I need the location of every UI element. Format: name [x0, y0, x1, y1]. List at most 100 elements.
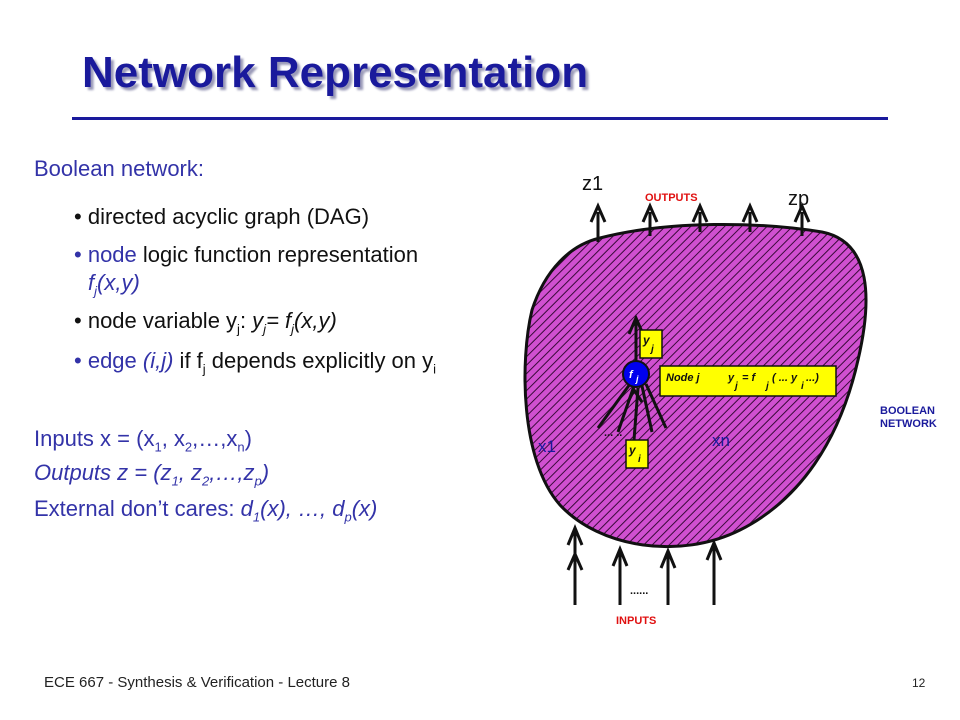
eq-j2: j	[764, 381, 769, 392]
eq-j1: j	[733, 381, 738, 392]
edc-sp: p	[344, 509, 352, 525]
eq-args: ( ... y	[772, 372, 798, 384]
network-label: NETWORK	[880, 418, 937, 430]
eq-y: y	[727, 372, 735, 384]
b4-b: (i,j)	[142, 348, 174, 373]
external-dont-cares-line: External don’t cares: d1(x), …, dp(x)	[34, 496, 377, 524]
bullet-dag-text: directed acyclic graph (DAG)	[87, 204, 370, 229]
inputs-dots: ......	[630, 585, 648, 597]
in-d: )	[244, 426, 252, 451]
boolean-network-heading: Boolean network:	[34, 156, 204, 181]
fanin-dots: ... ..	[604, 427, 622, 439]
b4-f: i	[433, 361, 437, 377]
bullet-dag: • directed acyclic graph (DAG)	[74, 204, 370, 229]
output-arrow-5-head	[793, 202, 811, 223]
b3-e: j	[263, 321, 267, 337]
bullet-node-function-formula: fj(x,y)	[88, 270, 140, 298]
b4-d: j	[202, 361, 206, 377]
edc-s1: 1	[252, 509, 261, 525]
eq-i: i	[801, 381, 804, 392]
bullet-node-variable: • node variable yj: yj= fj(x,y)	[74, 308, 337, 337]
output-arrow-3-head	[691, 202, 709, 223]
fanin-edge-4	[640, 385, 654, 433]
node-f: f	[629, 369, 634, 381]
output-arrow-2-head	[641, 202, 659, 223]
b3-g: j	[291, 321, 295, 337]
out-sp: p	[254, 473, 262, 489]
out-a: Outputs z = (z	[34, 460, 172, 485]
node-fanin-edges	[596, 314, 668, 441]
bullet-node-function: • node logic function representation	[74, 242, 419, 267]
yj-j: j	[649, 344, 654, 355]
fanin-head	[626, 387, 644, 403]
zp-label: zp	[788, 188, 809, 210]
bullet-node-function-text: logic function representation	[136, 242, 419, 267]
fj-f: f	[88, 270, 95, 295]
out-d: )	[261, 460, 270, 485]
fanin-edge-1	[596, 383, 632, 429]
in-b: , x	[161, 426, 185, 451]
eq-end: ...)	[806, 372, 819, 384]
outputs-dots: .....	[658, 219, 673, 231]
b4-a: edge	[87, 348, 143, 373]
b3-c: :	[239, 308, 253, 333]
out-s2: 2	[202, 473, 210, 489]
outputs-label: OUTPUTS	[645, 192, 698, 204]
b4-c: if f	[173, 348, 203, 373]
edc-b: d	[240, 496, 253, 521]
fanout-edge-head	[627, 314, 645, 335]
out-s1: 1	[171, 473, 179, 489]
b4-e: depends explicitly on y	[205, 348, 434, 373]
edc-d: (x)	[351, 496, 378, 521]
boolean-label: BOOLEAN	[880, 405, 935, 417]
input-arrow-3-head	[659, 547, 677, 569]
title-underline	[72, 117, 888, 120]
input-arrows	[566, 524, 723, 605]
edc-a: External don’t cares:	[34, 496, 241, 521]
yi-box	[625, 439, 649, 469]
x1-label: x1	[538, 437, 556, 456]
in-s2: 2	[184, 439, 193, 455]
page-number: 12	[912, 676, 926, 690]
input-arrow-1-head	[566, 524, 584, 546]
yi-i: i	[638, 454, 641, 465]
yi-y: y	[628, 443, 637, 457]
output-arrow-4-head	[741, 202, 759, 223]
bullet-edge: • edge (i,j) if fj depends explicitly on…	[74, 348, 437, 377]
in-c: ,…,x	[192, 426, 238, 451]
yj-y: y	[642, 333, 651, 347]
node-equation-box	[659, 365, 837, 397]
input-arrow-1-head2	[566, 550, 584, 571]
yj-box	[639, 329, 663, 359]
node-label: Node j	[666, 372, 701, 384]
input-arrow-2-head	[611, 545, 629, 567]
inputs-label: INPUTS	[616, 615, 656, 627]
node-j-circle	[622, 360, 650, 388]
output-arrow-1-head	[589, 202, 607, 223]
eq-equals: = f	[742, 372, 756, 384]
b3-a: node variable y	[87, 308, 238, 333]
xn-label: xn	[712, 431, 730, 450]
fj-args: (x,y)	[97, 270, 140, 295]
slide-title: Network Representation	[82, 48, 589, 97]
z1-label: z1	[582, 173, 603, 195]
fj-sub: j	[94, 283, 98, 299]
out-b: , z	[178, 460, 203, 485]
b3-d: y	[252, 308, 264, 333]
in-sn: n	[237, 439, 245, 455]
input-arrow-4-head	[705, 539, 723, 561]
slide-footer: ECE 667 - Synthesis & Verification - Lec…	[44, 674, 350, 691]
in-s1: 1	[154, 439, 162, 455]
outputs-line: Outputs z = (z1, z2,…,zp)	[34, 460, 269, 488]
bullet-node-word: node	[87, 242, 137, 267]
out-c: ,…,z	[209, 460, 255, 485]
b3-h: (x,y)	[294, 308, 337, 333]
inputs-line: Inputs x = (x1, x2,…,xn)	[34, 426, 252, 454]
edc-c: (x), …, d	[260, 496, 345, 521]
in-a: Inputs x = (x	[34, 426, 155, 451]
output-arrows	[589, 202, 811, 242]
node-j-sub: j	[635, 374, 639, 384]
b3-b: j	[237, 321, 240, 337]
fanin-edge-5	[644, 383, 668, 429]
